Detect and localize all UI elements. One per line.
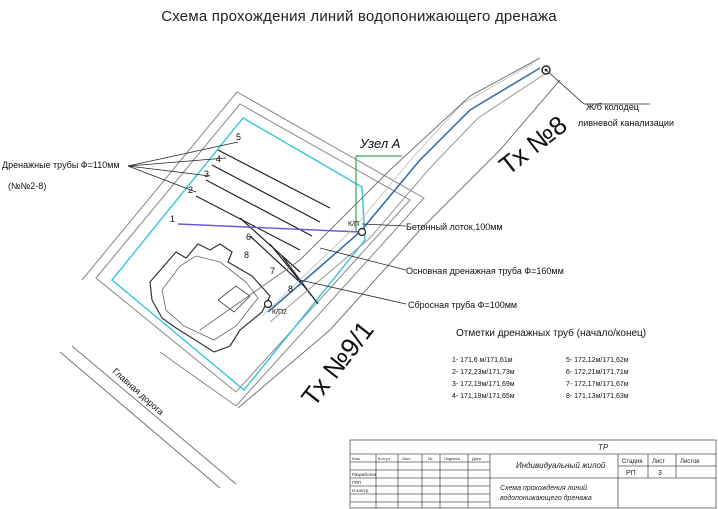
callout-manhole: Ж/б колодец ливневой канализации <box>578 102 674 128</box>
pipe-number: 7 <box>270 266 275 276</box>
drain-pipe-5 <box>217 149 331 209</box>
tb-stage-header: Стадия <box>622 459 642 465</box>
tb-sheets-header: Листов <box>680 459 700 465</box>
street-label-tx91: Тх №9/1 <box>295 315 380 411</box>
drain-pipe-3 <box>205 179 313 237</box>
callout-discharge-pipe: Сбросная труба Ф=100мм <box>299 279 517 310</box>
elevation-row: 5- 172,12м/171,62м <box>566 357 629 364</box>
elevation-row: 8- 171,13м/171,63м <box>566 393 629 400</box>
site-boundary <box>111 117 366 391</box>
callout-drain-pipes: Дренажные трубы Ф=110мм (№№2-8) <box>2 141 239 193</box>
plot-outline <box>81 91 425 407</box>
page-title: Схема прохождения линий водопонижающего … <box>161 8 557 25</box>
drain-pipes-group <box>195 149 331 305</box>
callout-concrete-tray: Бетонный лоток,100мм <box>361 222 503 232</box>
elevation-row: 3- 172,19м/171,69м <box>452 381 515 388</box>
tb-row: ГИП <box>352 480 361 485</box>
tb-col: Лист <box>402 456 411 461</box>
concrete-tray <box>269 71 549 323</box>
callout-main-drain: Основная дренажная труба Ф=160мм <box>319 247 564 276</box>
elevation-row: 2- 172,23м/171,73м <box>452 369 515 376</box>
elevations-header: Отметки дренажных труб (начало/конец) <box>456 327 646 339</box>
tb-sheet-header: Лист <box>652 459 665 465</box>
building-footprint <box>149 243 271 353</box>
kp-well <box>357 227 367 237</box>
main-road <box>59 345 237 489</box>
tb-col: Дата <box>472 456 482 461</box>
tb-stage-value: РП <box>626 470 636 477</box>
svg-text:(№№2-8): (№№2-8) <box>8 181 46 191</box>
tb-sheet-value: 3 <box>658 470 662 477</box>
pipe-number: 6 <box>246 232 251 242</box>
elevations-table: Отметки дренажных труб (начало/конец) 1-… <box>452 327 646 400</box>
tb-sheet-title-2: водопонижающего дренажа <box>500 494 592 502</box>
pipe-number-labels: 1 2 3 4 5 6 7 8 8 <box>170 132 293 294</box>
node-a-label: Узел А <box>359 136 400 151</box>
svg-text:Бетонный лоток,100мм: Бетонный лоток,100мм <box>406 222 503 232</box>
street-edges <box>199 57 561 409</box>
pipe-number: 3 <box>204 169 209 179</box>
node-a-marker <box>355 155 402 232</box>
elevation-row: 6- 172,21м/171,71м <box>566 369 629 376</box>
drain-pipe-7 <box>249 235 305 287</box>
tb-col: № <box>428 456 432 461</box>
tb-row: Н.контр. <box>352 488 369 493</box>
drain-pipe-4 <box>211 164 321 223</box>
street-label-tx8: Тх №8 <box>493 109 572 180</box>
title-block-text: ТР Индивидуальный жилой Стадия Лист Лист… <box>352 443 700 502</box>
svg-text:Сбросная труба Ф=100мм: Сбросная труба Ф=100мм <box>408 300 517 310</box>
tb-col: Кол.уч <box>378 456 390 461</box>
elevation-row: 1- 171,6 м/171,61м <box>452 357 513 364</box>
tb-col: Изм. <box>352 456 361 461</box>
svg-text:ливневой канализации: ливневой канализации <box>578 118 674 128</box>
tb-col: Подпись <box>444 456 460 461</box>
kp2-well <box>263 299 273 309</box>
main-drain-pipe <box>267 67 541 313</box>
road-label: Главная дорога <box>111 366 166 417</box>
elevation-row: 7- 172,17м/171,67м <box>566 381 629 388</box>
kp-label: К/П <box>348 221 359 228</box>
svg-text:Основная дренажная труба Ф=160: Основная дренажная труба Ф=160мм <box>406 266 564 276</box>
title-block <box>349 439 717 509</box>
kp2-label: К/П2 <box>272 309 287 316</box>
svg-text:Дренажные трубы Ф=110мм: Дренажные трубы Ф=110мм <box>2 160 120 170</box>
pipe-number: 8 <box>288 284 293 294</box>
drain-pipe-2 <box>195 195 301 251</box>
pipe-number: 5 <box>236 132 241 142</box>
tb-project: Индивидуальный жилой <box>516 461 606 470</box>
pipe-number: 8 <box>244 250 249 260</box>
elevation-row: 4- 171,19м/171,65м <box>452 393 515 400</box>
pipe-number: 1 <box>170 214 175 224</box>
tb-sheet-title-1: Схема прохождения линий <box>500 484 587 492</box>
tb-code: ТР <box>598 443 609 452</box>
tb-row: Разработка <box>352 472 376 477</box>
svg-text:Ж/б колодец: Ж/б колодец <box>586 102 639 112</box>
